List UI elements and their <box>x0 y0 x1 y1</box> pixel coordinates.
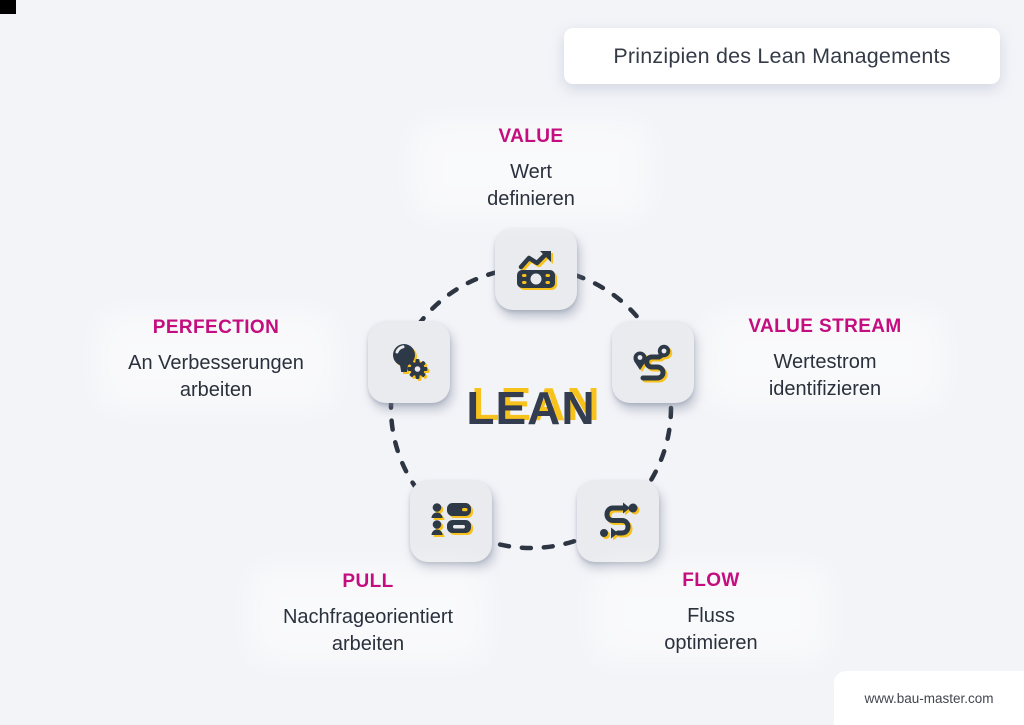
watermark-card: www.bau-master.com <box>834 671 1024 725</box>
money-growth-icon <box>517 251 555 288</box>
pull-desc-line2: arbeiten <box>331 633 405 655</box>
perfection-heading: PERFECTION <box>152 317 280 338</box>
flow-heading: FLOW <box>682 570 740 591</box>
value-stream-desc-line1: Wertestrom <box>773 351 877 373</box>
perfection-label-block: PERFECTION An Verbesserungen arbeiten <box>66 317 366 404</box>
value-desc-line1: Wert <box>510 161 552 183</box>
watermark-url: www.bau-master.com <box>864 690 994 706</box>
flow-desc-line1: Fluss <box>687 605 735 627</box>
demand-list-icon <box>431 503 471 535</box>
route-pins-icon <box>633 344 671 381</box>
flow-arrows-icon <box>600 502 638 539</box>
bulb-gear-icon <box>393 344 428 379</box>
pull-desc-line1: Nachfrageorientiert <box>282 606 454 628</box>
value-icon-card <box>495 228 577 310</box>
perfection-desc-line2: arbeiten <box>179 379 253 401</box>
value-heading: VALUE <box>498 126 564 147</box>
pull-heading: PULL <box>342 571 394 592</box>
corner-artifact-mark <box>0 0 16 14</box>
page-title: Prinzipien des Lean Managements <box>613 43 951 68</box>
value-stream-label-block: VALUE STREAM Wertestrom identifizieren <box>675 316 975 403</box>
value-stream-desc-line2: identifizieren <box>768 378 882 400</box>
perfection-desc-line1: An Verbesserungen <box>128 352 304 374</box>
perfection-icon-card <box>368 321 450 403</box>
pull-icon-card <box>410 480 492 562</box>
lean-wordmark: LEAN <box>466 382 596 434</box>
flow-desc-line2: optimieren <box>664 632 758 654</box>
flow-icon-card <box>577 480 659 562</box>
title-card: Prinzipien des Lean Managements <box>564 28 1000 84</box>
value-stream-heading: VALUE STREAM <box>748 316 902 337</box>
value-desc-line2: definieren <box>487 188 575 210</box>
flow-label-block: FLOW Fluss optimieren <box>561 570 861 657</box>
pull-label-block: PULL Nachfrageorientiert arbeiten <box>218 571 518 658</box>
value-label-block: VALUE Wert definieren <box>381 126 681 213</box>
